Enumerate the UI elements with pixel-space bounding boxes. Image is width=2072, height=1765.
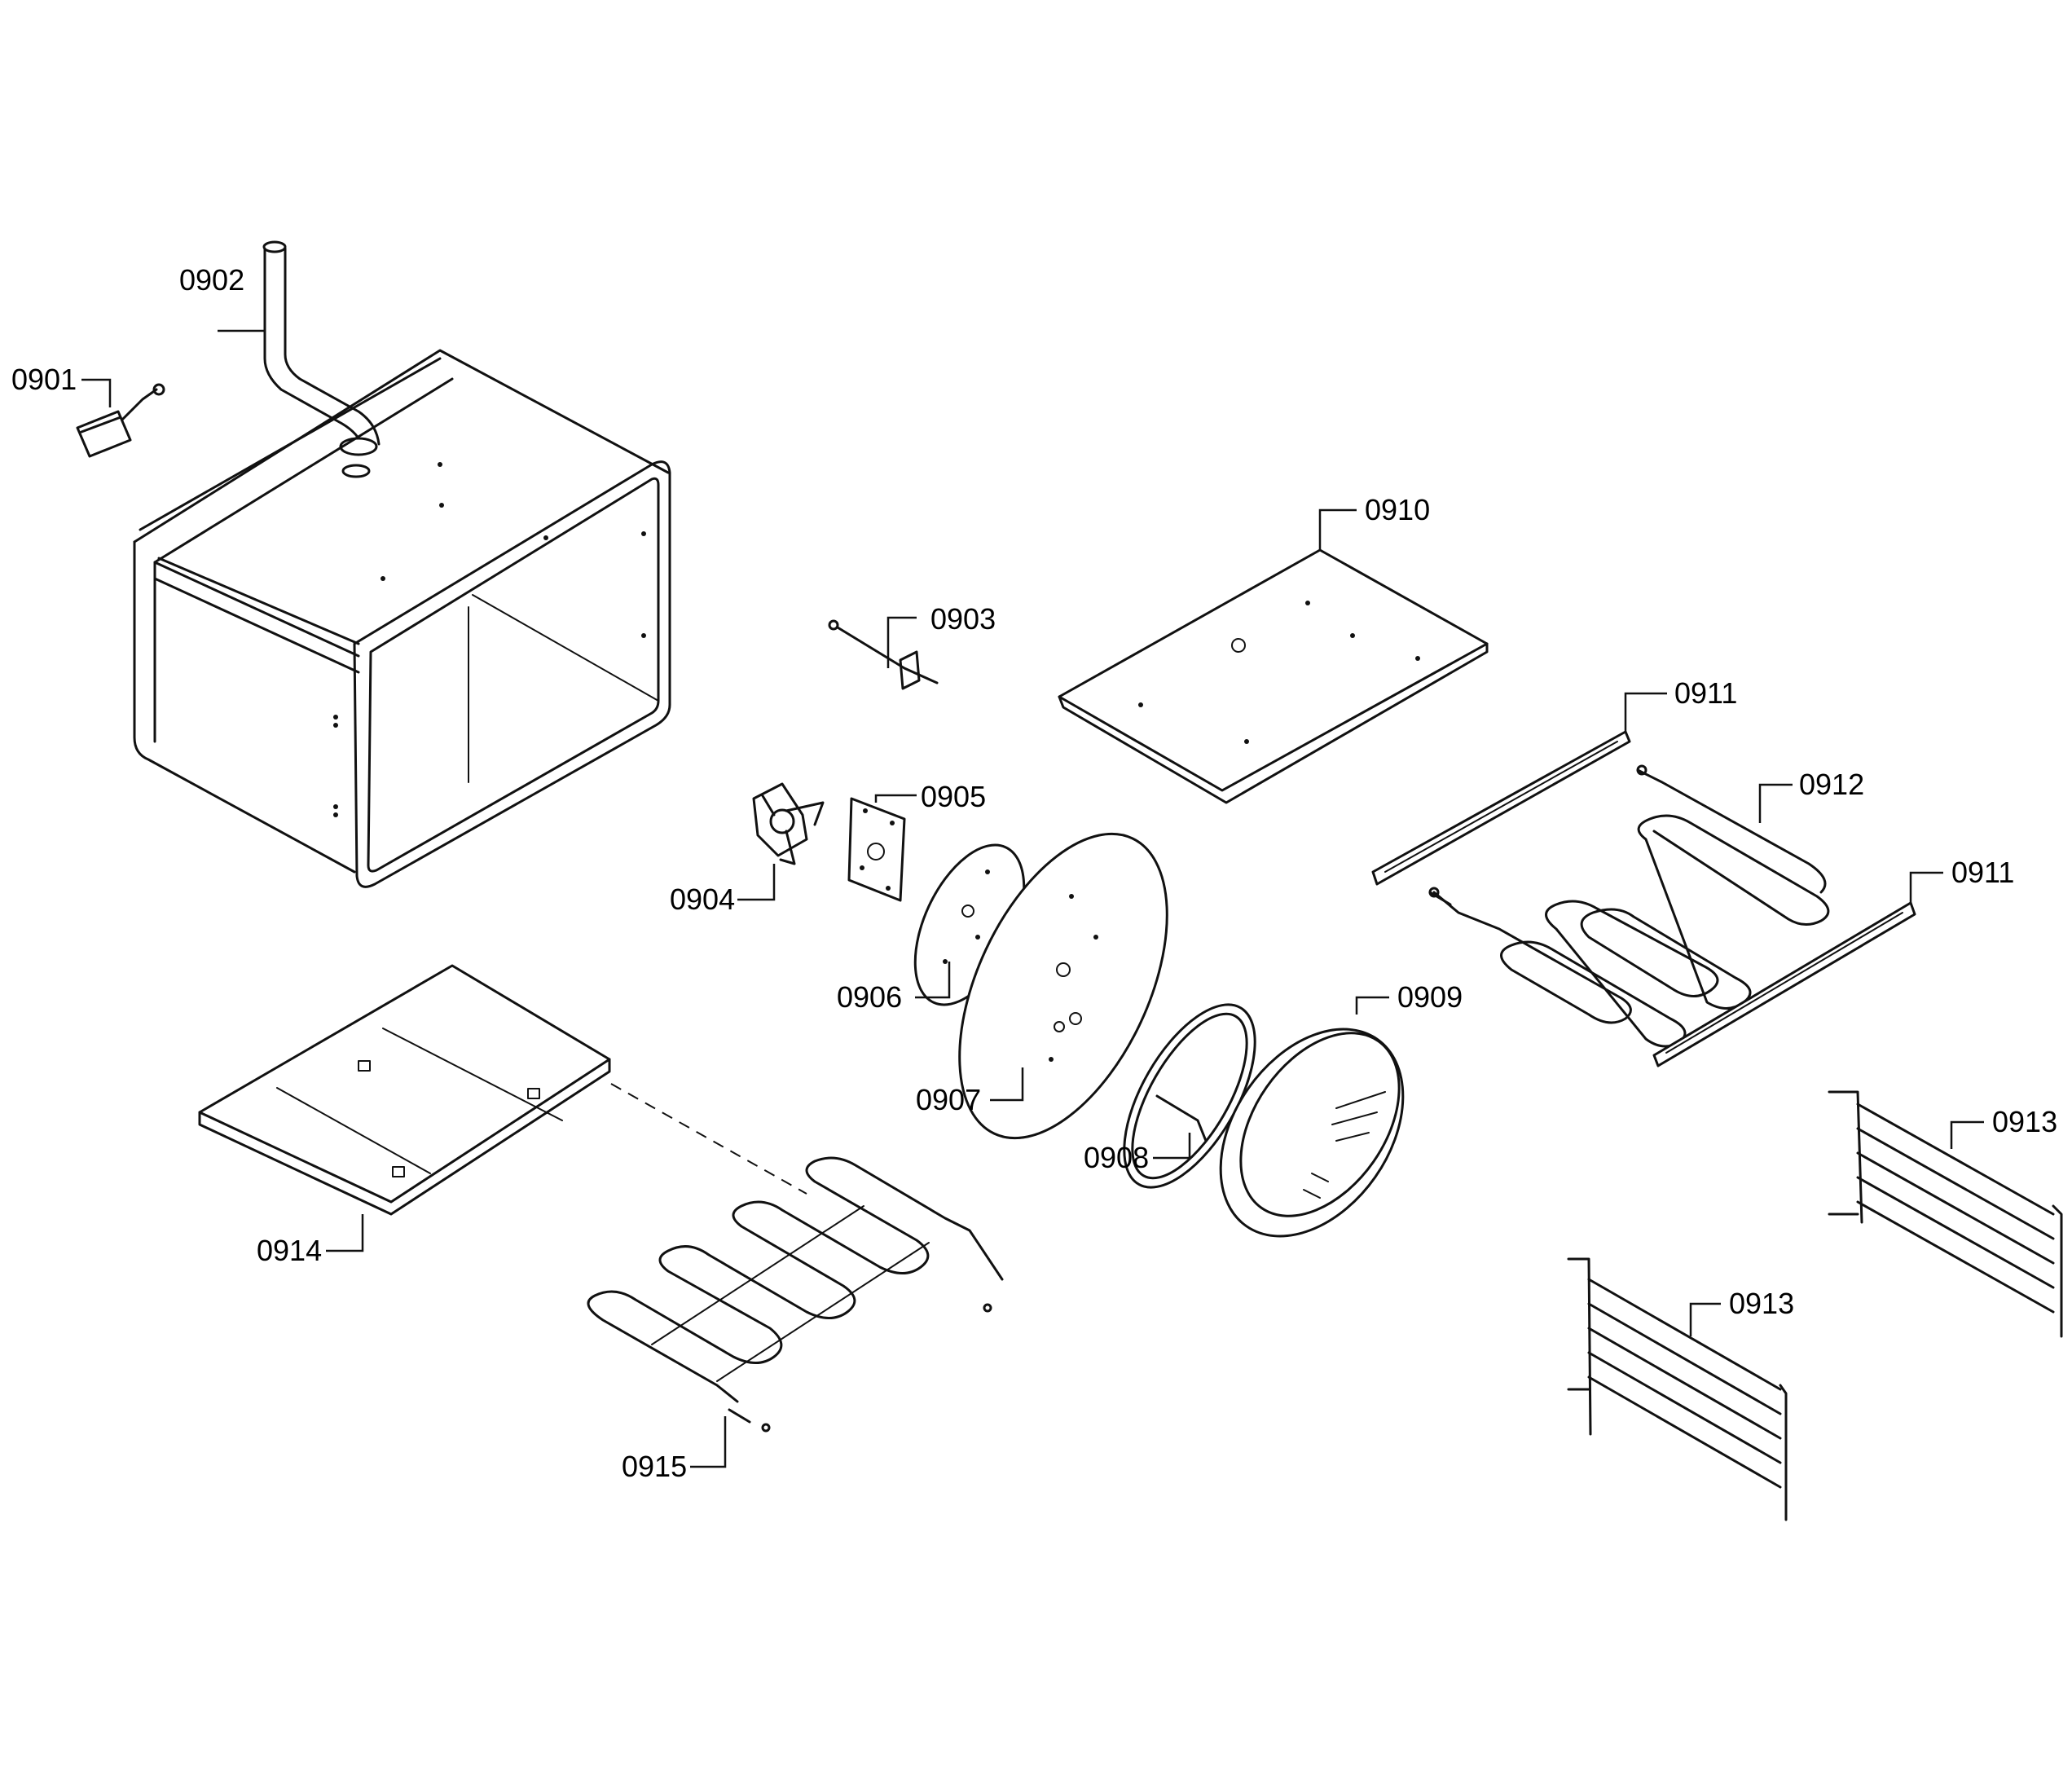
part-0904-fan-motor bbox=[752, 782, 825, 865]
callout-0904: 0904 bbox=[670, 882, 735, 916]
part-0903-probe bbox=[828, 619, 939, 690]
callout-0907: 0907 bbox=[916, 1083, 981, 1116]
part-0911-rail-lower bbox=[1652, 901, 1916, 1067]
callout-0915: 0915 bbox=[622, 1450, 687, 1483]
part-0914-bottom-tray bbox=[198, 964, 611, 1216]
callout-0906: 0906 bbox=[837, 980, 902, 1014]
callout-0905: 0905 bbox=[921, 780, 986, 813]
part-0907-rear-plate bbox=[958, 832, 1168, 1140]
assembly-guide-line bbox=[610, 1083, 807, 1195]
callout-0911-upper: 0911 bbox=[1674, 676, 1737, 710]
callout-0912: 0912 bbox=[1799, 768, 1864, 801]
part-0901-sensor bbox=[76, 383, 165, 458]
callout-labels: 0901 0902 0903 0904 0905 0906 0907 0908 … bbox=[11, 263, 2057, 1483]
callout-0903: 0903 bbox=[930, 602, 996, 636]
part-0912-grill-element bbox=[1428, 764, 1830, 1048]
part-0905-mount-plate bbox=[847, 797, 906, 902]
part-0911-rail-upper bbox=[1371, 730, 1631, 886]
callout-0901: 0901 bbox=[11, 363, 77, 396]
callout-0910: 0910 bbox=[1365, 493, 1430, 526]
callout-0913-right: 0913 bbox=[1992, 1105, 2057, 1138]
callout-0902: 0902 bbox=[179, 263, 244, 297]
oven-cavity bbox=[133, 349, 671, 888]
part-0915-bottom-element bbox=[587, 1156, 1004, 1433]
part-0902-exhaust-tube bbox=[262, 240, 381, 478]
part-0913-side-rack-lower bbox=[1567, 1257, 1788, 1521]
callout-0909: 0909 bbox=[1397, 980, 1463, 1014]
callout-0913-lower: 0913 bbox=[1729, 1287, 1794, 1320]
part-0913-side-rack-right bbox=[1828, 1090, 2063, 1338]
leader-lines bbox=[81, 329, 1984, 1468]
callout-0908: 0908 bbox=[1084, 1141, 1149, 1174]
part-0909-fan-cover bbox=[1219, 1028, 1405, 1238]
callout-0911-lower: 0911 bbox=[1951, 856, 2014, 889]
part-0910-top-panel bbox=[1058, 548, 1489, 804]
callout-0914: 0914 bbox=[257, 1234, 322, 1267]
